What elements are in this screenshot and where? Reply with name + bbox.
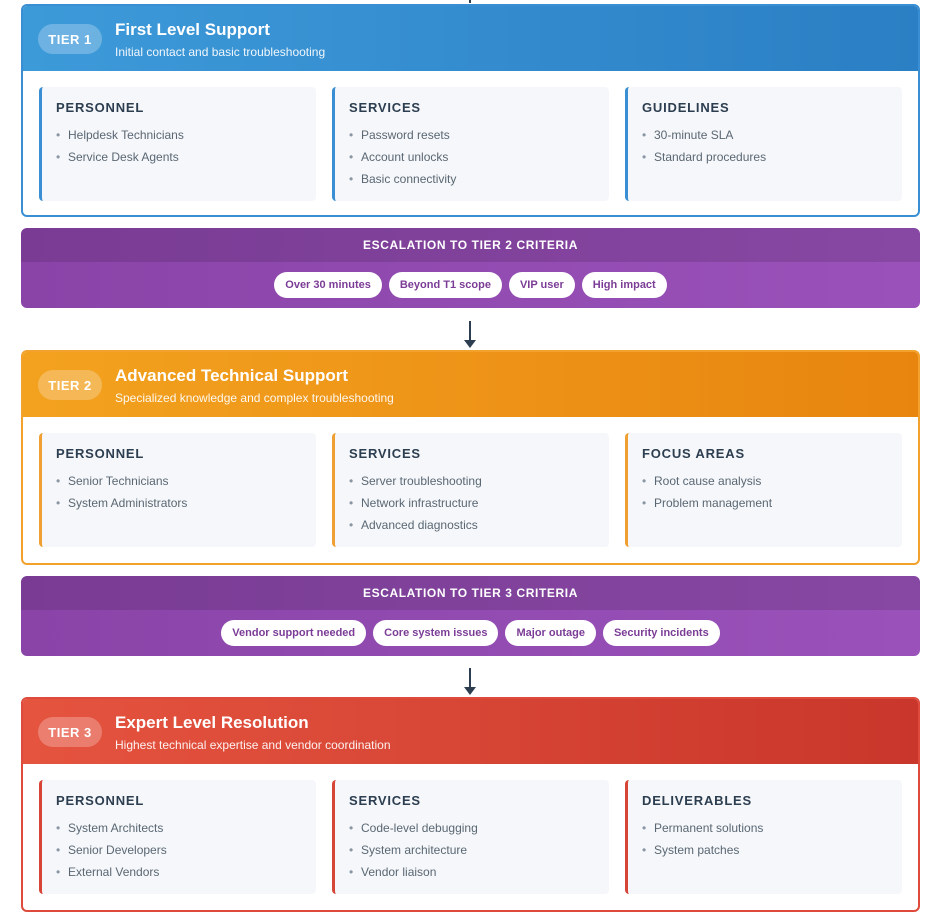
tier-2-focus-areas-card: FOCUS AREAS Root cause analysis Problem … (625, 433, 902, 547)
list-item: Permanent solutions (642, 817, 888, 839)
escalation-to-tier-2: ESCALATION TO TIER 2 CRITERIA Over 30 mi… (21, 228, 920, 308)
tier-2-services-card: SERVICES Server troubleshooting Network … (332, 433, 609, 547)
list-item: Advanced diagnostics (349, 514, 595, 536)
card-list: Password resets Account unlocks Basic co… (349, 124, 595, 190)
card-title: SERVICES (349, 446, 421, 461)
tier-1-panel: TIER 1 First Level Support Initial conta… (21, 4, 920, 217)
list-item: Basic connectivity (349, 168, 595, 190)
list-item: System Architects (56, 817, 302, 839)
tier-1-guidelines-card: GUIDELINES 30-minute SLA Standard proced… (625, 87, 902, 201)
escalation-title: ESCALATION TO TIER 2 CRITERIA (21, 228, 920, 262)
tier-3-title: Expert Level Resolution (115, 713, 309, 732)
card-list: Code-level debugging System architecture… (349, 817, 595, 883)
criteria-pill: High impact (581, 272, 667, 298)
card-list: 30-minute SLA Standard procedures (642, 124, 888, 168)
list-item: System patches (642, 839, 888, 861)
list-item: Senior Technicians (56, 470, 302, 492)
tier-2-panel: TIER 2 Advanced Technical Support Specia… (21, 350, 920, 565)
tier-2-badge: TIER 2 (38, 370, 102, 400)
escalation-criteria: Vendor support needed Core system issues… (21, 620, 920, 646)
card-title: SERVICES (349, 100, 421, 115)
tier-2-body: PERSONNEL Senior Technicians System Admi… (39, 433, 902, 547)
card-list: Senior Technicians System Administrators (56, 470, 302, 514)
tier-1-personnel-card: PERSONNEL Helpdesk Technicians Service D… (39, 87, 316, 201)
list-item: Vendor liaison (349, 861, 595, 883)
list-item: Password resets (349, 124, 595, 146)
card-list: Helpdesk Technicians Service Desk Agents (56, 124, 302, 168)
list-item: Root cause analysis (642, 470, 888, 492)
tier-3-deliverables-card: DELIVERABLES Permanent solutions System … (625, 780, 902, 894)
escalation-title: ESCALATION TO TIER 3 CRITERIA (21, 576, 920, 610)
card-list: Permanent solutions System patches (642, 817, 888, 861)
list-item: 30-minute SLA (642, 124, 888, 146)
list-item: Problem management (642, 492, 888, 514)
criteria-pill: Security incidents (602, 620, 720, 646)
card-list: Server troubleshooting Network infrastru… (349, 470, 595, 536)
tier-3-panel: TIER 3 Expert Level Resolution Highest t… (21, 697, 920, 912)
criteria-pill: Vendor support needed (221, 620, 367, 646)
tier-1-services-card: SERVICES Password resets Account unlocks… (332, 87, 609, 201)
tier-1-header: TIER 1 First Level Support Initial conta… (23, 6, 918, 71)
card-title: SERVICES (349, 793, 421, 808)
card-title: FOCUS AREAS (642, 446, 745, 461)
card-title: DELIVERABLES (642, 793, 753, 808)
list-item: Service Desk Agents (56, 146, 302, 168)
criteria-pill: Core system issues (373, 620, 499, 646)
incoming-arrow-stub (469, 0, 471, 3)
tier-3-badge: TIER 3 (38, 717, 102, 747)
tier-1-title: First Level Support (115, 20, 270, 39)
criteria-pill: VIP user (508, 272, 575, 298)
tier-3-subtitle: Highest technical expertise and vendor c… (115, 738, 391, 752)
list-item: Account unlocks (349, 146, 595, 168)
tier-2-header: TIER 2 Advanced Technical Support Specia… (23, 352, 918, 417)
list-item: System Administrators (56, 492, 302, 514)
tier-1-subtitle: Initial contact and basic troubleshootin… (115, 45, 326, 59)
tier-3-body: PERSONNEL System Architects Senior Devel… (39, 780, 902, 894)
tier-3-header: TIER 3 Expert Level Resolution Highest t… (23, 699, 918, 764)
down-arrow-icon (464, 668, 476, 695)
escalation-criteria: Over 30 minutes Beyond T1 scope VIP user… (21, 272, 920, 298)
list-item: Network infrastructure (349, 492, 595, 514)
list-item: System architecture (349, 839, 595, 861)
tier-2-personnel-card: PERSONNEL Senior Technicians System Admi… (39, 433, 316, 547)
criteria-pill: Beyond T1 scope (388, 272, 502, 298)
card-list: System Architects Senior Developers Exte… (56, 817, 302, 883)
list-item: Senior Developers (56, 839, 302, 861)
criteria-pill: Major outage (505, 620, 596, 646)
card-list: Root cause analysis Problem management (642, 470, 888, 514)
list-item: Standard procedures (642, 146, 888, 168)
list-item: Code-level debugging (349, 817, 595, 839)
card-title: PERSONNEL (56, 100, 145, 115)
card-title: PERSONNEL (56, 446, 145, 461)
list-item: External Vendors (56, 861, 302, 883)
criteria-pill: Over 30 minutes (274, 272, 382, 298)
tier-1-body: PERSONNEL Helpdesk Technicians Service D… (39, 87, 902, 201)
tier-3-services-card: SERVICES Code-level debugging System arc… (332, 780, 609, 894)
list-item: Server troubleshooting (349, 470, 595, 492)
card-title: PERSONNEL (56, 793, 145, 808)
card-title: GUIDELINES (642, 100, 730, 115)
tier-2-title: Advanced Technical Support (115, 366, 349, 385)
tier-3-personnel-card: PERSONNEL System Architects Senior Devel… (39, 780, 316, 894)
down-arrow-icon (464, 321, 476, 348)
list-item: Helpdesk Technicians (56, 124, 302, 146)
escalation-to-tier-3: ESCALATION TO TIER 3 CRITERIA Vendor sup… (21, 576, 920, 656)
tier-2-subtitle: Specialized knowledge and complex troubl… (115, 391, 394, 405)
tier-1-badge: TIER 1 (38, 24, 102, 54)
